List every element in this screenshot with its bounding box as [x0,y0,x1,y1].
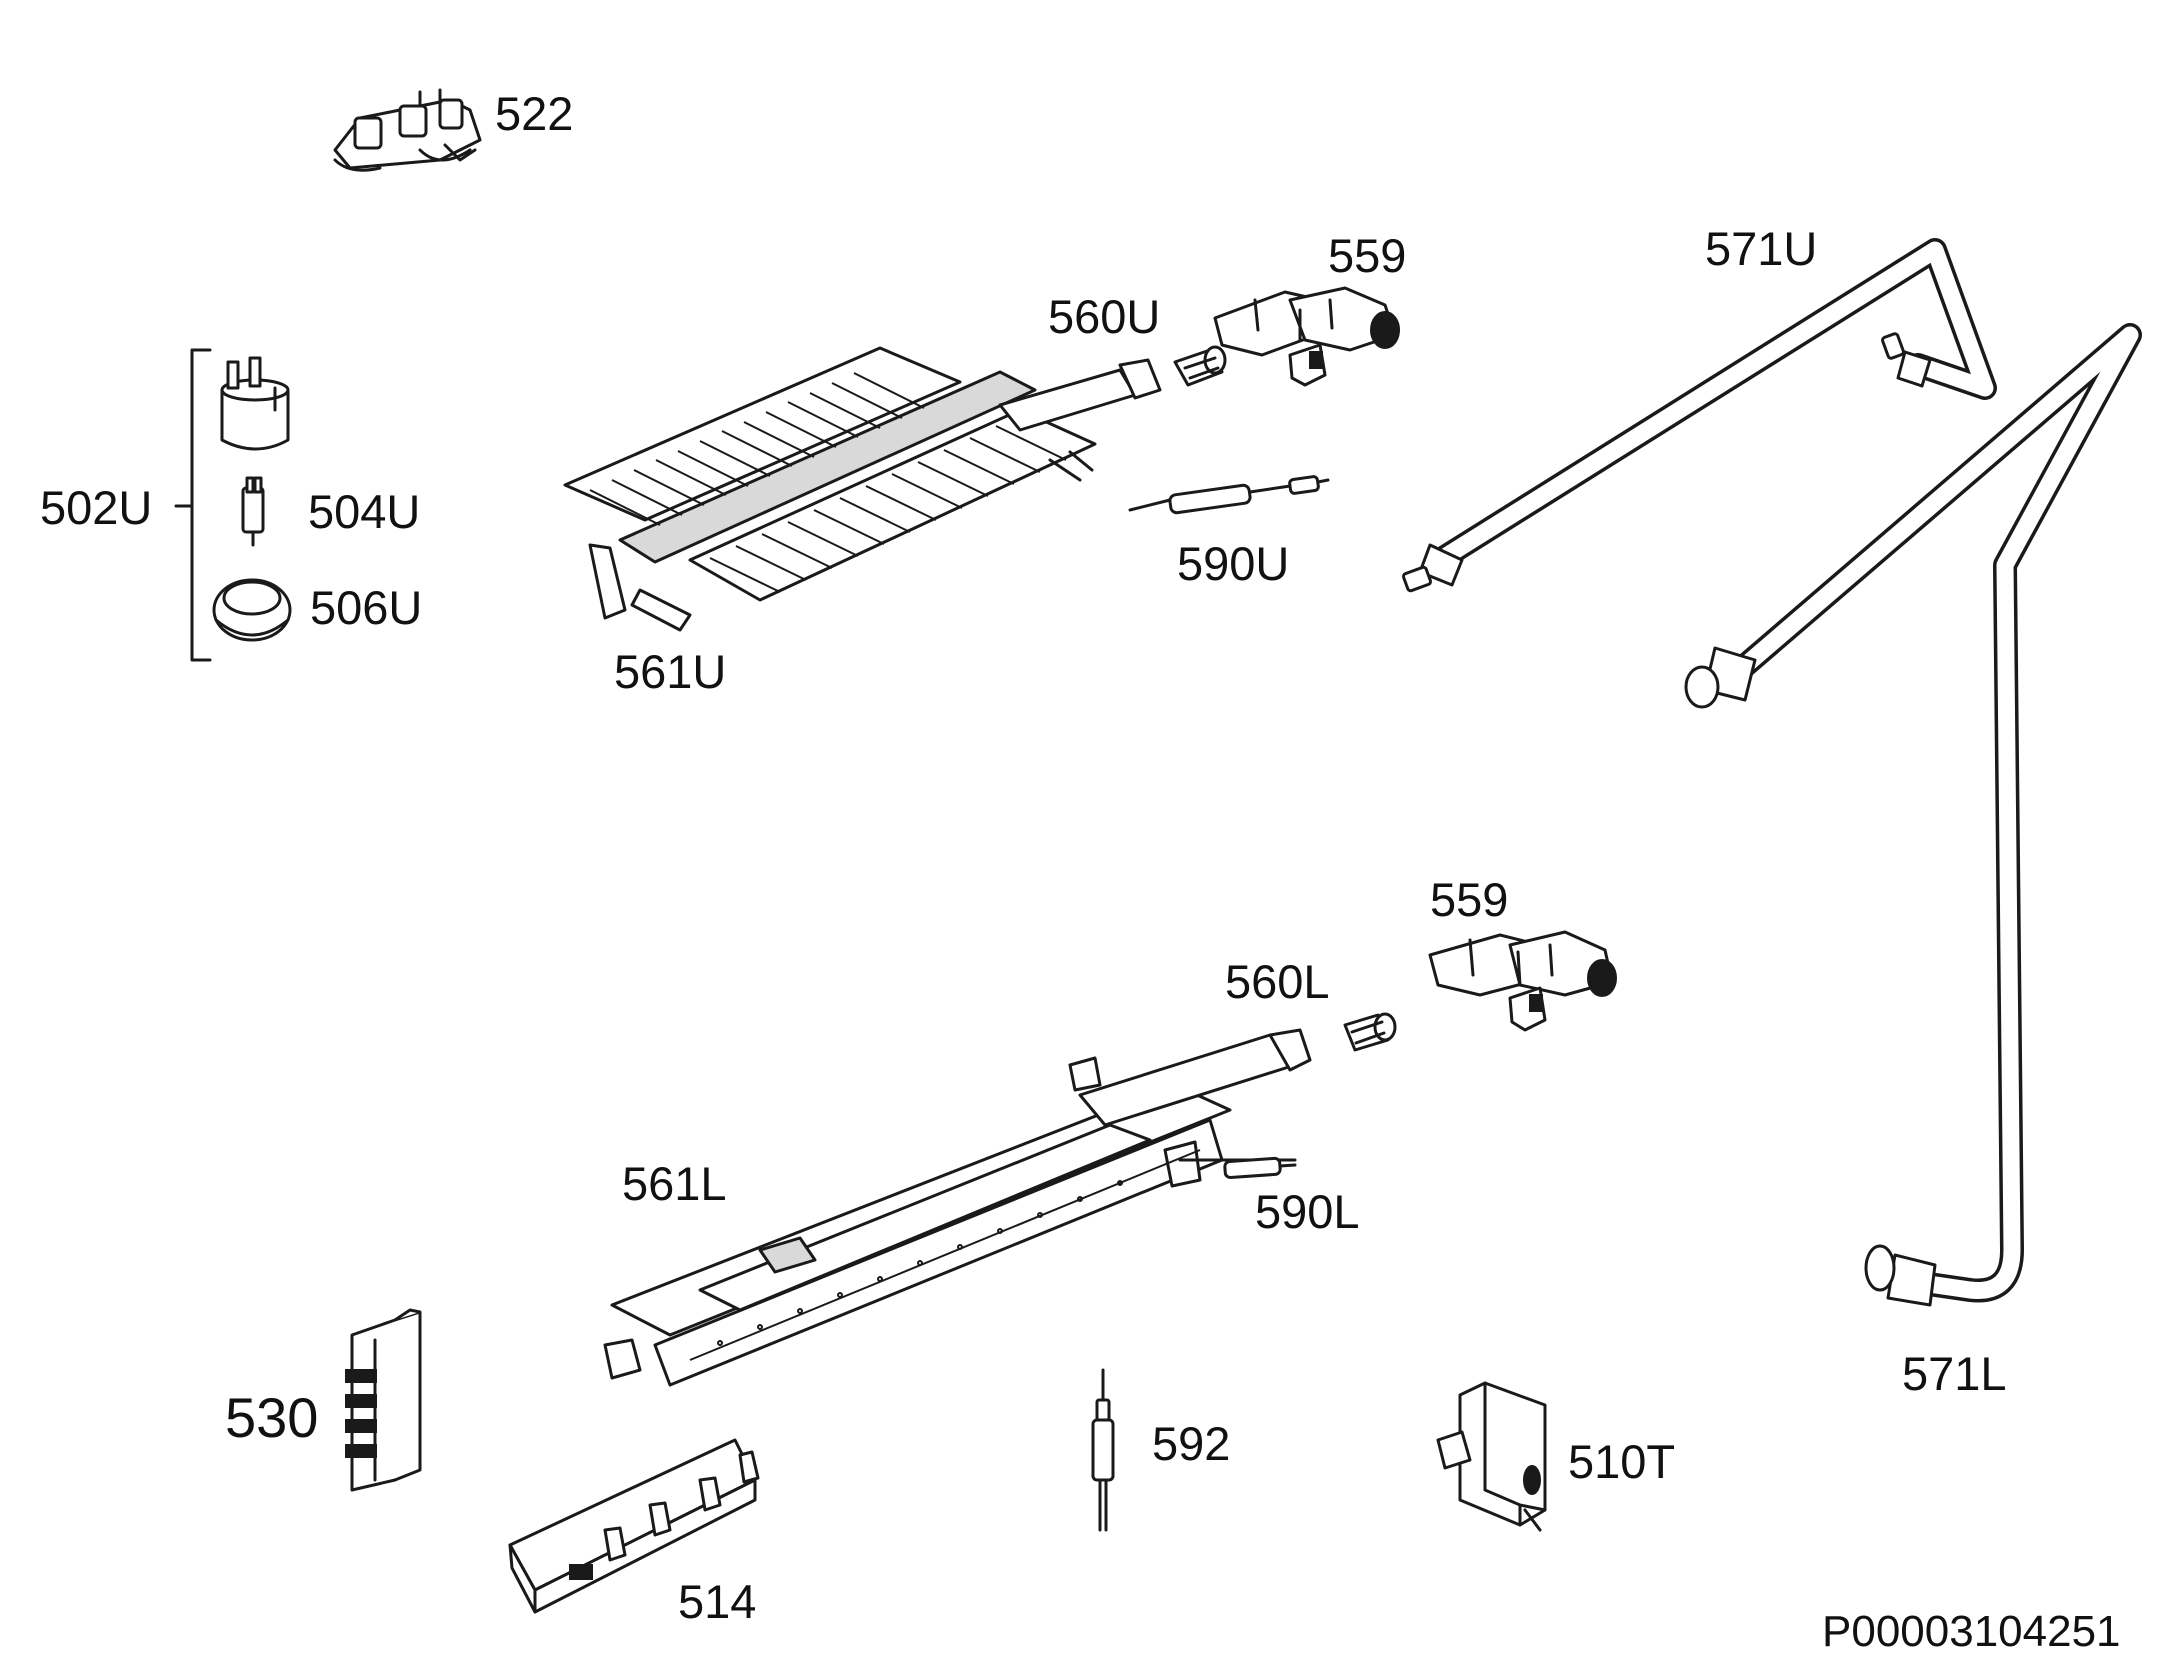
label-571U: 571U [1705,222,1818,275]
label-590U: 590U [1177,537,1290,590]
label-502U: 502U [40,481,153,534]
connector-pin-icon [241,476,265,547]
label-592: 592 [1152,1417,1231,1470]
terminal-strip-icon [345,1308,422,1492]
label-522: 522 [495,87,574,140]
label-590L: 590L [1255,1185,1360,1238]
burner-holes [689,1149,1201,1361]
gas-valve-icon [1428,930,1617,1032]
sensor-probe-icon [1091,1368,1115,1532]
label-504U: 504U [308,485,421,538]
label-559-lower: 559 [1430,873,1509,926]
label-571L: 571L [1902,1347,2007,1400]
injector-nozzle-icon [1173,345,1227,387]
label-510T: 510T [1568,1435,1676,1488]
terminal-block-icon [333,88,482,172]
grill-burner-icon [563,346,1162,632]
label-514: 514 [678,1575,757,1628]
gas-pipe-icon [1401,238,1997,593]
grill-ribs [589,372,1067,593]
thermal-switch-icon [220,356,290,451]
gas-pipe-icon [1684,323,2142,1307]
label-530: 530 [225,1386,319,1449]
group-bracket [174,348,212,662]
label-559-upper: 559 [1328,229,1407,282]
label-560U: 560U [1048,290,1161,343]
ignition-module-icon [508,1438,760,1614]
label-561U: 561U [614,645,727,698]
thermocouple-icon [1128,475,1330,515]
cap-icon [212,578,292,642]
label-560L: 560L [1225,955,1330,1008]
oven-burner-icon [603,1028,1312,1387]
thermostat-icon [1436,1381,1547,1532]
label-506U: 506U [310,581,423,634]
thermocouple-icon [1223,1156,1297,1180]
injector-nozzle-icon [1343,1012,1397,1052]
document-code: P00003104251 [1822,1607,2121,1656]
label-561L: 561L [622,1157,727,1210]
gas-valve-icon [1213,286,1400,387]
